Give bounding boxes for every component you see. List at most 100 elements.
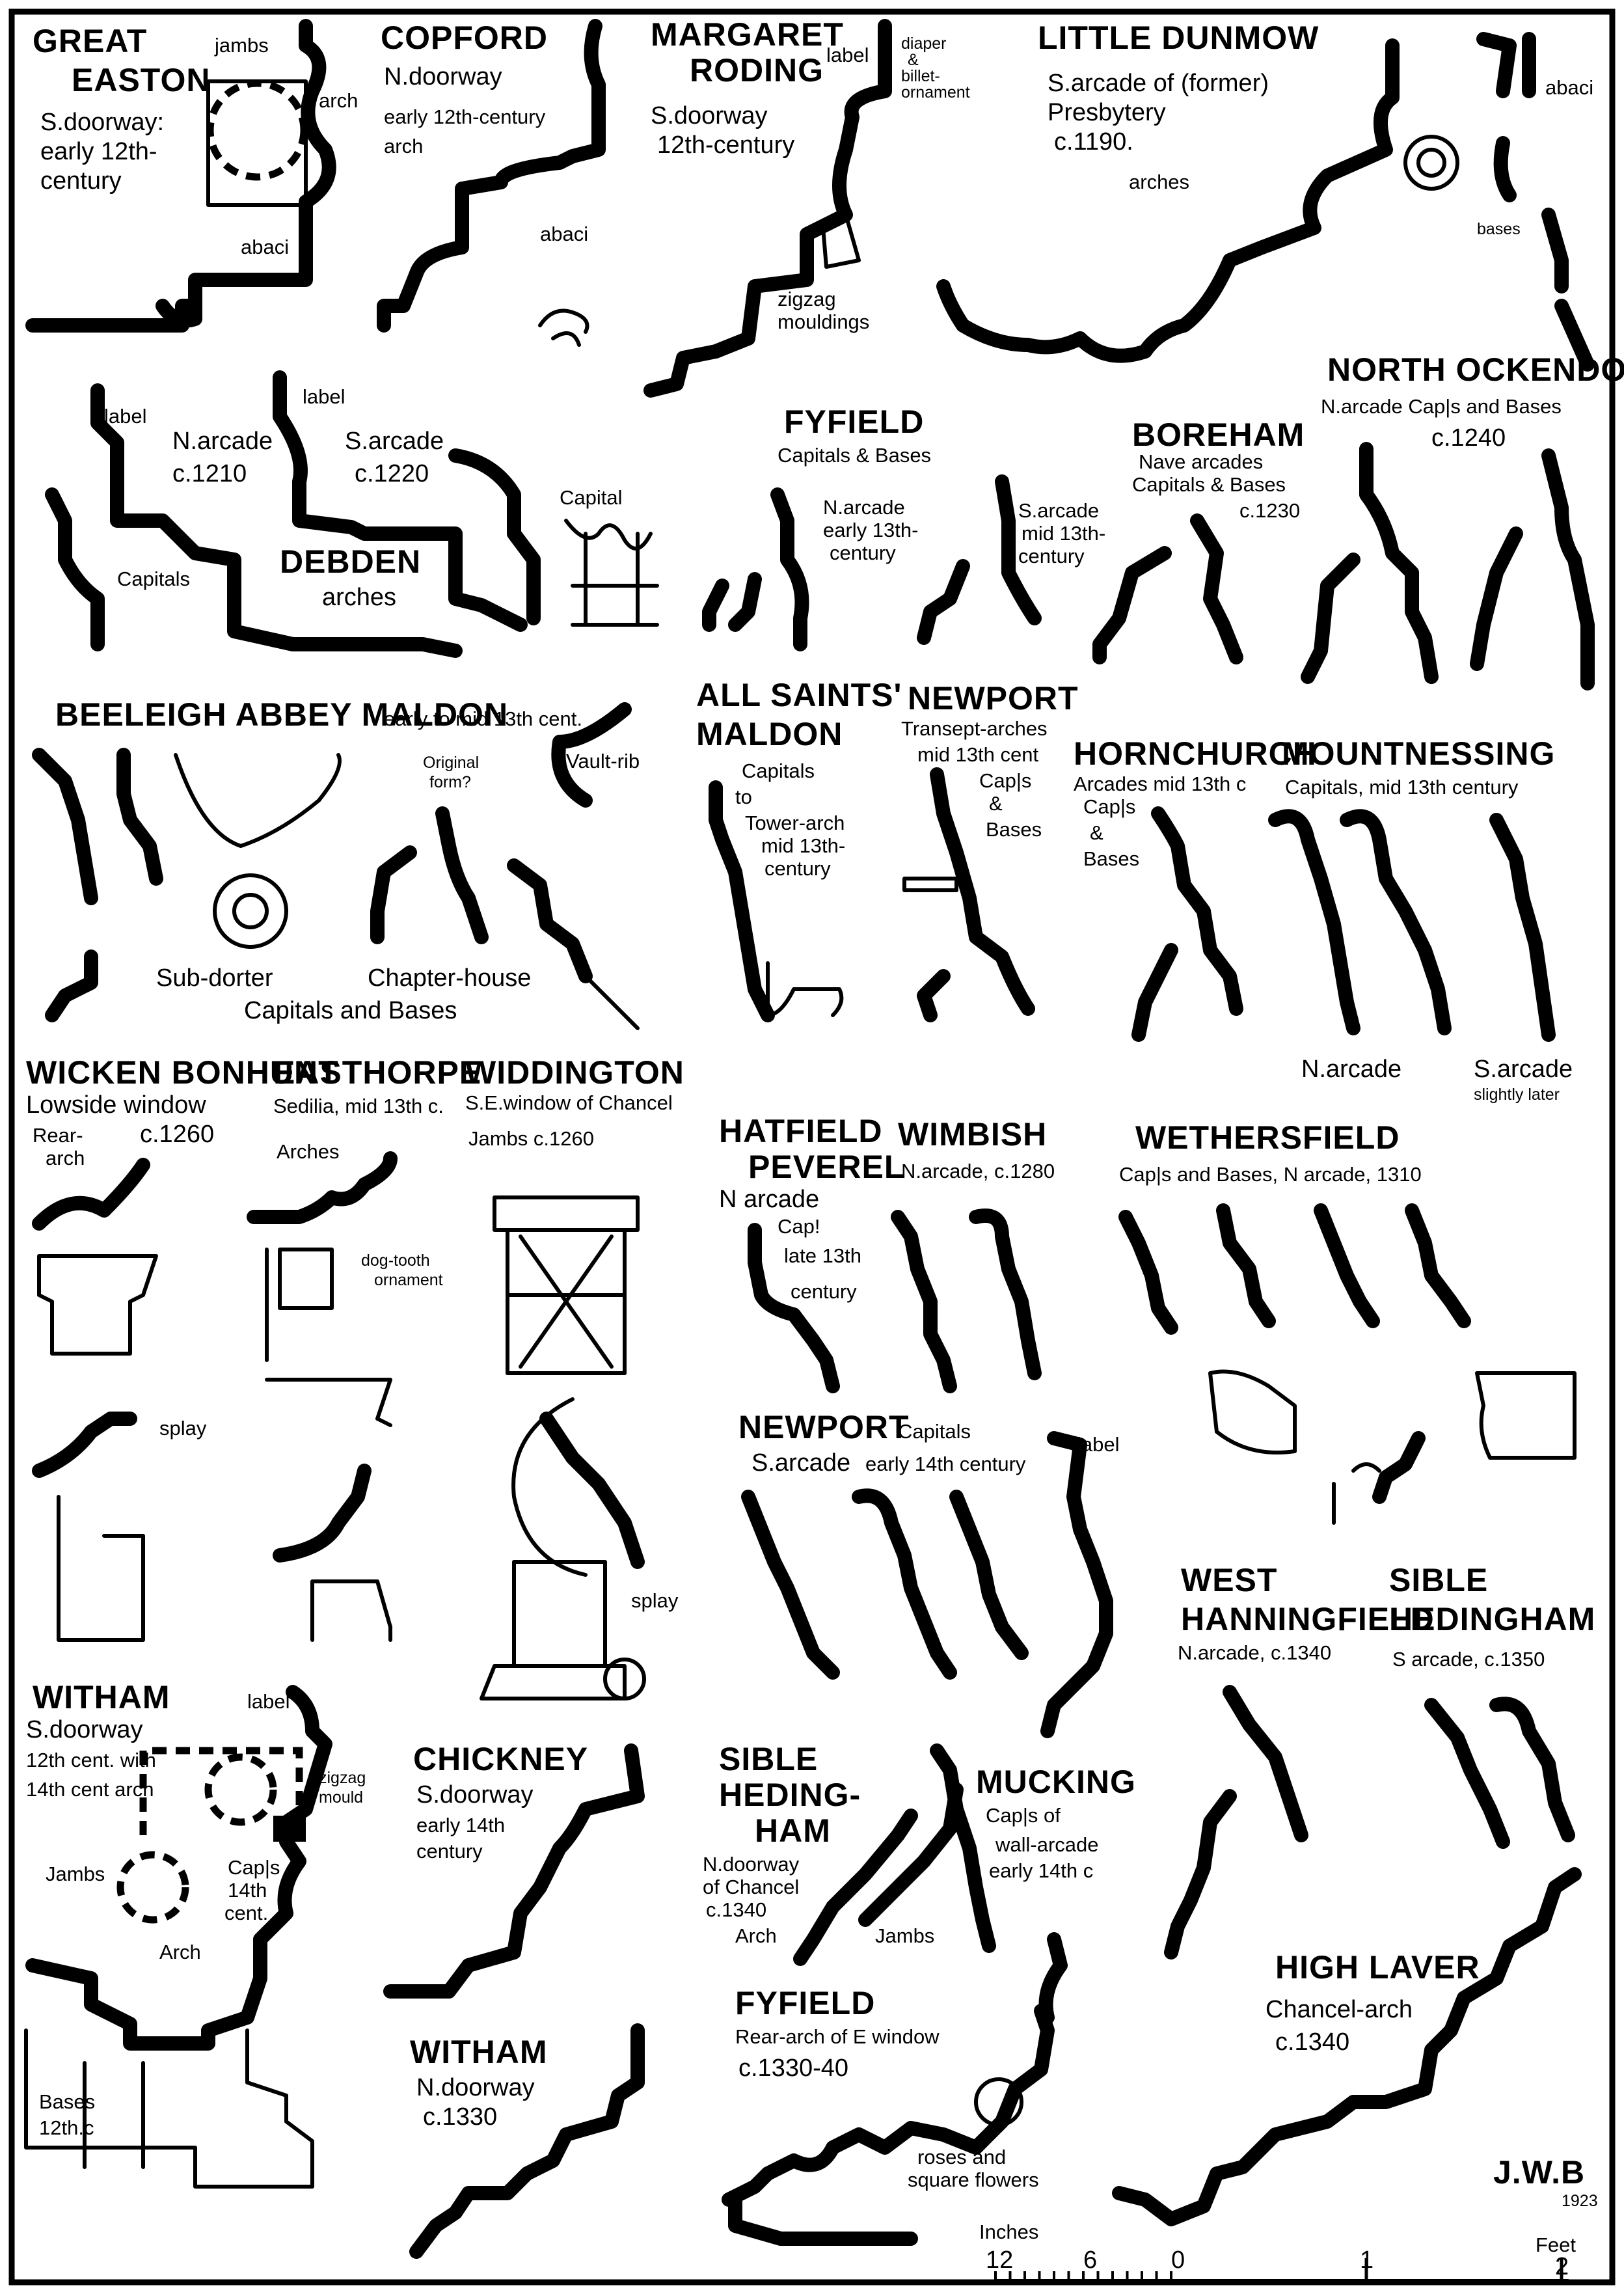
debden-profile-2 — [273, 370, 528, 632]
witham-1-note-mould: mould — [319, 1788, 363, 1807]
fyfield-1-profile-c — [995, 474, 1042, 625]
sible-hedingham-1-title-1: SIBLE — [1389, 1562, 1488, 1598]
sible-hedingham-2-title-1: SIBLE — [719, 1741, 818, 1777]
wicken-bonhunt-line-2: c.1260 — [140, 1121, 214, 1148]
scale-feet-label: Feet — [1536, 2233, 1576, 2256]
debden-panel: DEBDEN arches label N.arcade c.1210 labe… — [45, 370, 659, 658]
witham-2-panel: WITHAM N.doorway c.1330 — [409, 2023, 645, 2259]
arch-roll-dashed — [206, 79, 308, 181]
margaret-roding-note-amp: & — [908, 51, 919, 69]
debden-capital-sketch — [564, 519, 659, 627]
beeleigh-panel: BEELEIGH ABBEY MALDON early to mid 13th … — [32, 696, 640, 1030]
mucking-line-3: early 14th c — [989, 1859, 1093, 1882]
beeleigh-profile-b — [116, 748, 163, 886]
all-saints-profile — [709, 780, 775, 1022]
sible-hedingham-1-profile-a — [1424, 1698, 1510, 1849]
great-easton-title-1: GREAT — [33, 23, 147, 59]
margaret-roding-profile — [643, 19, 892, 398]
widdington-note-splay: splay — [631, 1589, 679, 1612]
mucking-line-1: Cap|s of — [986, 1804, 1061, 1827]
north-ockendon-title: NORTH OCKENDON — [1327, 351, 1624, 388]
high-laver-panel: HIGH LAVER Chancel-arch c.1340 — [1112, 1867, 1582, 2226]
mountnessing-profile-b — [1340, 809, 1452, 1035]
high-laver-title: HIGH LAVER — [1275, 1949, 1480, 1986]
all-saints-base — [766, 961, 844, 1017]
fyfield-1-note-sarcade: S.arcade — [1018, 499, 1099, 522]
north-ockendon-profile-d — [1470, 526, 1523, 671]
hatfield-peverel-title-2: PEVEREL — [748, 1149, 904, 1185]
witham-2-line-1: N.doorway — [416, 2074, 535, 2101]
wethersfield-base-b — [1475, 1371, 1577, 1460]
boreham-line-1: Nave arcades — [1139, 450, 1263, 473]
witham-1-note-bases: Bases — [39, 2090, 95, 2113]
newport-2-profile-d — [1040, 1431, 1113, 1738]
easthorpe-note-dogtooth: dog-tooth — [361, 1251, 430, 1270]
fyfield-1-note-century: century — [830, 541, 896, 564]
sible-hedingham-1-panel: SIBLE HEDINGHAM S arcade, c.1350 — [1389, 1562, 1595, 1849]
sible-hedingham-1-line-1: S arcade, c.1350 — [1392, 1648, 1545, 1671]
mountnessing-note-sarcade: S.arcade — [1474, 1056, 1573, 1083]
copford-abacus-detail — [538, 308, 589, 347]
sible-hedingham-2-line-2: of Chancel — [703, 1876, 799, 1898]
high-laver-line-1: Chancel-arch — [1265, 1996, 1413, 2023]
all-saints-line-1: Capitals — [742, 759, 815, 782]
little-dunmow-line-2: Presbytery — [1048, 99, 1166, 126]
witham-1-note-zigzag: zigzag — [319, 1769, 366, 1787]
sible-hedingham-1-title-2: HEDINGHAM — [1389, 1601, 1595, 1637]
debden-note-narcade: N.arcade — [172, 428, 273, 455]
widdington-line-2: Jambs c.1260 — [468, 1127, 594, 1150]
fyfield-2-profile — [722, 2004, 1055, 2207]
fyfield-2-line-1: Rear-arch of E window — [735, 2025, 940, 2048]
witham-1-note-arch: Arch — [159, 1941, 201, 1963]
wethersfield-profile-d — [1405, 1203, 1471, 1328]
witham-1-note-cent: cent. — [224, 1902, 268, 1924]
wethersfield-title: WETHERSFIELD — [1135, 1119, 1400, 1156]
mucking-profile-b — [1038, 1932, 1068, 2025]
wethersfield-line-1: Cap|s and Bases, N arcade, 1310 — [1119, 1163, 1422, 1186]
beeleigh-note-vaultrib: Vault-rib — [566, 750, 640, 772]
beeleigh-boss-inner — [232, 893, 269, 929]
easthorpe-line-1: Sedilia, mid 13th c. — [273, 1095, 444, 1117]
newport-1-panel: NEWPORT Transept-arches mid 13th cent Ca… — [901, 680, 1079, 1022]
little-dunmow-bases — [1493, 136, 1595, 372]
sible-hedingham-2-line-1: N.doorway — [703, 1853, 800, 1876]
hornchurch-profile-a — [1151, 806, 1243, 1016]
beeleigh-note-form: form? — [429, 773, 471, 791]
high-laver-line-2: c.1340 — [1275, 2028, 1349, 2056]
margaret-roding-note-mouldings: mouldings — [778, 310, 869, 333]
newport-2-title-2: S.arcade — [751, 1449, 850, 1477]
debden-line-1: arches — [322, 584, 396, 611]
newport-2-profile-a — [741, 1490, 840, 1680]
copford-note-abaci: abaci — [540, 223, 588, 245]
little-dunmow-profile — [936, 38, 1400, 363]
witham-1-note-caps: Cap|s — [228, 1856, 280, 1879]
mountnessing-profile-a — [1268, 809, 1360, 1035]
margaret-roding-line-1: S.doorway — [651, 102, 768, 130]
wimbish-profile-b — [969, 1208, 1042, 1380]
witham-1-line-2: 12th cent. with — [26, 1749, 156, 1771]
hatfield-peverel-title-1: HATFIELD — [719, 1113, 882, 1149]
hornchurch-panel: HORNCHURCH Arcades mid 13th c Cap|s & Ba… — [1074, 735, 1316, 1042]
hatfield-peverel-line-1: N arcade — [719, 1186, 819, 1213]
hornchurch-line-2: Cap|s — [1083, 795, 1135, 818]
sible-hedingham-2-profile-a — [793, 1809, 918, 1966]
debden-note-capitals: Capitals — [117, 567, 190, 590]
little-dunmow-note-abaci: abaci — [1545, 76, 1593, 99]
great-easton-note-arch: arch — [319, 89, 358, 112]
all-saints-line-5: century — [765, 857, 831, 880]
great-easton-line-2: early 12th- — [40, 138, 157, 165]
scale-tick-6: 6 — [1083, 2246, 1097, 2274]
mountnessing-line-1: Capitals, mid 13th century — [1285, 776, 1519, 799]
witham-1-dashed-roll-b — [116, 1851, 189, 1924]
witham-1-panel: WITHAM S.doorway 12th cent. with 14th ce… — [24, 1679, 366, 2189]
witham-1-profile — [25, 1685, 332, 2051]
all-saints-panel: ALL SAINTS' MALDON Capitals to Tower-arc… — [696, 677, 901, 1022]
newport-1-title: NEWPORT — [908, 680, 1079, 717]
little-dunmow-title: LITTLE DUNMOW — [1038, 20, 1319, 56]
chickney-title: CHICKNEY — [413, 1741, 588, 1777]
newport-1-line-5: Bases — [986, 818, 1042, 841]
debden-capital-b — [448, 448, 541, 625]
west-hanningfield-panel: WEST HANNINGFIELD N.arcade, c.1340 — [1164, 1562, 1434, 1959]
beeleigh-leader — [584, 974, 640, 1030]
